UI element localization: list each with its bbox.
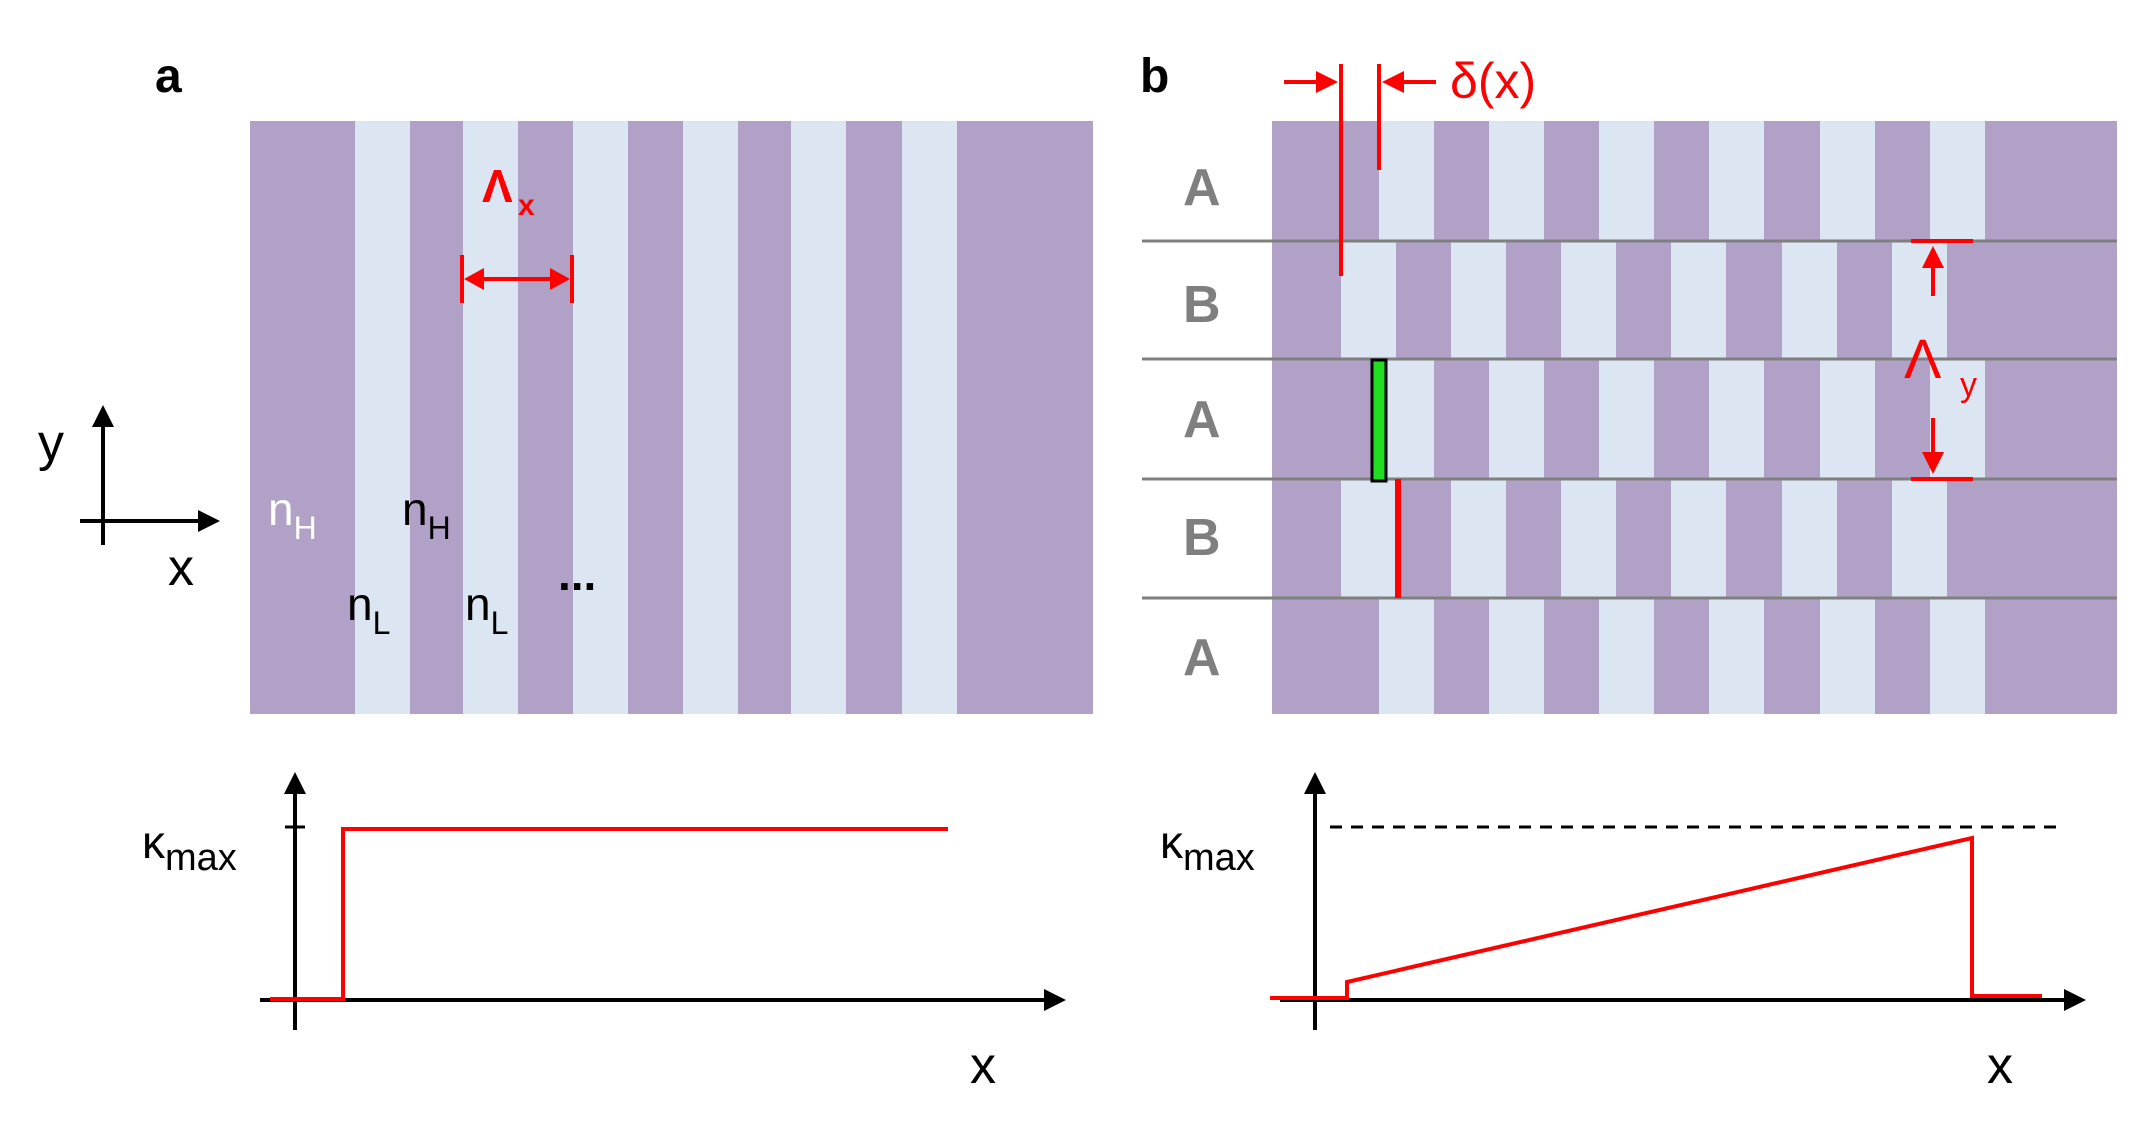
axis-y-label: y bbox=[38, 414, 64, 472]
coordinate-axes: y x bbox=[38, 405, 220, 597]
shift-annotation: δ(x) bbox=[1284, 53, 1536, 276]
grating-a bbox=[250, 121, 1093, 714]
low-index-block bbox=[1709, 359, 1764, 479]
kappa-curve-b bbox=[1270, 835, 2042, 1000]
low-index-block bbox=[1671, 479, 1726, 598]
period-y-subscript: y bbox=[1960, 366, 1977, 404]
row-label-3: A bbox=[1183, 391, 1221, 449]
n-low-label-1: nL bbox=[347, 578, 390, 641]
row-label-4: B bbox=[1183, 509, 1221, 567]
green-marker bbox=[1370, 358, 1388, 483]
n-low-label-2: nL bbox=[465, 578, 508, 641]
row-label-5: A bbox=[1183, 629, 1221, 687]
index-labels: nH nH nL nL ... bbox=[268, 483, 596, 641]
low-index-block bbox=[1341, 479, 1396, 598]
low-index-block bbox=[1930, 121, 1985, 241]
low-index-block bbox=[1341, 241, 1396, 359]
plot-a-y-label: κmax bbox=[142, 816, 237, 879]
low-index-block bbox=[1671, 241, 1726, 359]
kappa-curve-a bbox=[270, 827, 948, 1001]
low-index-block bbox=[1599, 598, 1654, 714]
low-index-block bbox=[1379, 598, 1434, 714]
period-y-symbol: Λ bbox=[1904, 327, 1942, 390]
n-high-label-2: nH bbox=[402, 483, 451, 546]
low-index-stripe bbox=[791, 121, 846, 714]
low-index-block bbox=[1820, 121, 1875, 241]
low-index-block bbox=[1379, 359, 1434, 479]
low-index-block bbox=[1599, 121, 1654, 241]
low-index-stripe bbox=[355, 121, 410, 714]
low-index-block bbox=[1561, 241, 1616, 359]
low-index-stripe bbox=[902, 121, 957, 714]
grating-b bbox=[1142, 121, 2117, 714]
shift-label: δ(x) bbox=[1450, 53, 1536, 109]
low-index-block bbox=[1489, 121, 1544, 241]
low-index-block bbox=[1561, 479, 1616, 598]
grating-b-low-index-blocks bbox=[1341, 121, 1985, 714]
row-label-1: A bbox=[1183, 159, 1221, 217]
low-index-block bbox=[1782, 479, 1837, 598]
low-index-block bbox=[1599, 359, 1654, 479]
panel-b-label: b bbox=[1140, 50, 1169, 103]
low-index-block bbox=[1451, 241, 1506, 359]
low-index-block bbox=[1820, 359, 1875, 479]
axis-x-label: x bbox=[168, 539, 194, 597]
low-index-block bbox=[1930, 598, 1985, 714]
low-index-stripe bbox=[573, 121, 628, 714]
low-index-stripe bbox=[463, 121, 518, 714]
low-index-block bbox=[1379, 121, 1434, 241]
low-index-stripe bbox=[683, 121, 738, 714]
panel-a-label: a bbox=[155, 50, 182, 103]
period-x-symbol: Λ bbox=[482, 160, 513, 212]
low-index-block bbox=[1451, 479, 1506, 598]
low-index-block bbox=[1489, 598, 1544, 714]
period-x-annotation: Λ x bbox=[460, 160, 574, 303]
grating-a-low-index-stripes bbox=[355, 121, 957, 714]
plot-b-x-label: x bbox=[1987, 1037, 2013, 1095]
low-index-block bbox=[1892, 479, 1947, 598]
kappa-plot-a: κmax x bbox=[142, 772, 1066, 1095]
row-labels: A B A B A bbox=[1183, 159, 1221, 687]
plot-a-x-label: x bbox=[970, 1037, 996, 1095]
low-index-block bbox=[1709, 598, 1764, 714]
row-label-2: B bbox=[1183, 276, 1221, 334]
low-index-block bbox=[1489, 359, 1544, 479]
kappa-plot-b: κmax x bbox=[1160, 772, 2086, 1095]
period-x-subscript: x bbox=[518, 189, 535, 222]
plot-b-y-label: κmax bbox=[1160, 816, 1255, 879]
low-index-block bbox=[1709, 121, 1764, 241]
period-y-annotation: Λ y bbox=[1904, 239, 1977, 481]
low-index-block bbox=[1782, 241, 1837, 359]
n-high-label-1: nH bbox=[268, 483, 317, 546]
ellipsis: ... bbox=[558, 548, 596, 600]
low-index-block bbox=[1820, 598, 1875, 714]
